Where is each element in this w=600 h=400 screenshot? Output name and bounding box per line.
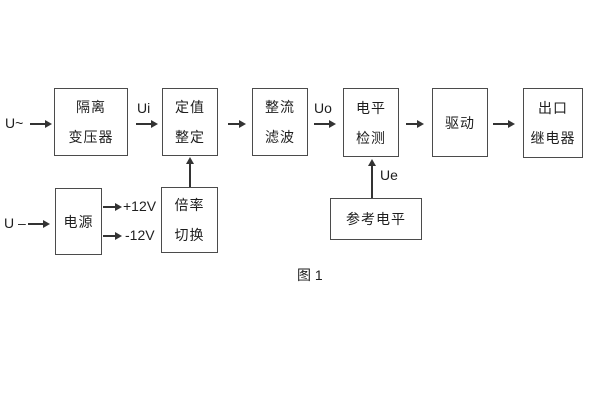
block-label: 继电器 — [530, 130, 576, 146]
block-setpoint-setting: 定值 整定 — [162, 88, 218, 156]
arrow-right-icon-dc-input — [28, 223, 43, 225]
block-label: 滤波 — [265, 129, 295, 145]
block-label: 整流 — [265, 99, 295, 115]
block-label: 定值 — [175, 99, 205, 115]
arrow-up-icon-reference-to-detect — [371, 166, 373, 198]
block-label: 检测 — [356, 129, 386, 146]
block-rectifier-filter: 整流 滤波 — [252, 88, 308, 156]
block-label: 电平 — [356, 99, 386, 116]
arrow-up-icon-ratio-to-setpoint — [189, 164, 191, 187]
block-label: 电源 — [63, 213, 94, 230]
arrow-right-icon-ac-input — [30, 123, 45, 125]
block-label: 切换 — [174, 227, 205, 243]
arrow-right-icon-ui — [136, 123, 151, 125]
signal-label-ac-input: U~ — [5, 115, 24, 131]
block-reference-level: 参考电平 — [330, 198, 422, 240]
arrow-right-icon-uo — [314, 123, 329, 125]
signal-label-dc-input: U – — [4, 215, 26, 231]
block-label: 变压器 — [68, 129, 114, 145]
arrow-right-icon-drive-to-relay — [493, 123, 508, 125]
arrow-right-icon-minus-12v — [103, 235, 115, 237]
signal-label-ui: Ui — [137, 100, 151, 116]
block-label: 隔离 — [76, 99, 106, 115]
signal-label-minus-12v: -12V — [125, 227, 155, 243]
figure-caption: 图 1 — [297, 267, 323, 283]
block-label: 驱动 — [445, 114, 475, 131]
arrow-right-icon-setpoint-to-rectifier — [228, 123, 239, 125]
arrow-right-icon-plus-12v — [103, 206, 115, 208]
signal-label-uo: Uo — [314, 100, 332, 116]
block-output-relay: 出口 继电器 — [523, 88, 583, 158]
block-label: 出口 — [538, 100, 568, 116]
block-isolation-transformer: 隔离 变压器 — [54, 88, 128, 156]
block-drive: 驱动 — [432, 88, 488, 157]
block-label: 参考电平 — [346, 211, 406, 227]
block-label: 整定 — [175, 129, 205, 145]
block-ratio-switch: 倍率 切换 — [161, 187, 218, 253]
block-power-supply: 电源 — [55, 188, 102, 255]
arrow-right-icon-detect-to-drive — [406, 123, 417, 125]
block-label: 倍率 — [174, 197, 205, 213]
block-level-detection: 电平 检测 — [343, 88, 399, 157]
signal-label-plus-12v: +12V — [123, 198, 157, 214]
signal-label-ue: Ue — [380, 167, 398, 183]
